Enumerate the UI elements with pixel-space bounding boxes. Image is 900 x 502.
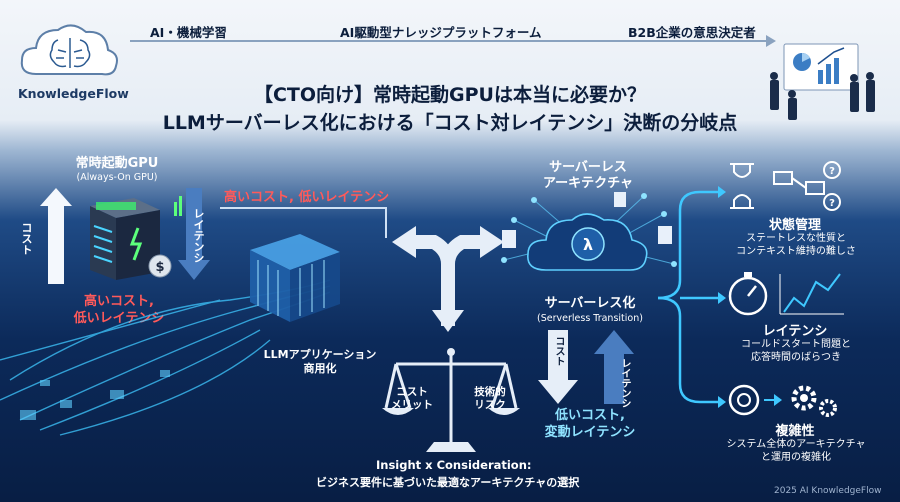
concern-desc-2: コールドスタート問題と 応答時間のばらつき — [741, 339, 851, 363]
top-arrow-head — [766, 35, 776, 47]
svg-text:?: ? — [829, 166, 835, 177]
copyright: 2025 AI KnowledgeFlow — [774, 486, 882, 496]
serverless-cost-axis-label: コスト — [553, 336, 564, 366]
latency-down-arrow-icon — [174, 188, 210, 280]
concern-title-1: 状態管理 — [768, 218, 821, 233]
balance-scale-icon — [382, 348, 520, 452]
top-bar-center: AI駆動型ナレッジプラットフォーム — [340, 25, 542, 40]
serverless-transition: サーバーレス化 — [544, 296, 636, 311]
presentation-illustration — [762, 40, 882, 122]
gpu-heading-sub: (Always-On GPU) — [76, 172, 158, 183]
gpu-server-icon: $ — [90, 198, 172, 280]
top-bar-right: B2B企業の意思決定者 — [628, 25, 756, 40]
top-bar-left: AI・機械学習 — [150, 25, 227, 40]
gpu-summary: 高いコスト, 低いレイテンシ — [73, 294, 165, 326]
gpu-latency-axis-label: レイテンシ — [192, 208, 205, 263]
serverless-heading: サーバーレス アーキテクチャ — [542, 160, 634, 191]
gpu-heading: 常時起動GPU — [75, 156, 159, 171]
concerns-bracket — [657, 186, 726, 408]
lambda-icon — [571, 227, 605, 261]
data-stream-illustration — [0, 234, 340, 436]
serverless-arrows — [538, 330, 634, 404]
llm-chip-icon — [250, 234, 340, 322]
concern-title-2: レイテンシ — [762, 324, 828, 339]
business-meeting-icon — [770, 43, 875, 120]
scale-right-label: 技術的 リスク — [474, 386, 506, 412]
gpu-server-illustration: $ — [40, 188, 210, 284]
serverless-latency-axis-label: レイテンシ — [619, 358, 630, 408]
title-line-1: 【CTO向け】常時起動GPUは本当に必要か？ — [253, 84, 646, 106]
insight-text: ビジネス要件に基づいた最適なアーキテクチャの選択 — [316, 476, 580, 489]
serverless-transition-sub: (Serverless Transition) — [537, 313, 643, 324]
scale-left-label: コスト メリット — [391, 386, 433, 412]
fork-arrow-icon — [392, 226, 504, 332]
gears-icon — [728, 384, 837, 417]
brain-cloud-icon — [20, 24, 118, 76]
gpu-banner: 高いコスト, 低いレイテンシ — [224, 190, 390, 205]
logo: KnowledgeFlow — [14, 10, 129, 102]
top-arrow-line — [130, 40, 770, 42]
svg-text:$: $ — [155, 260, 164, 275]
svg-text:?: ? — [829, 198, 835, 209]
hourglass-flow-icon: ? ? — [730, 161, 841, 211]
svg-text:λ: λ — [583, 235, 593, 254]
cost-down-arrow-icon — [538, 330, 578, 404]
stopwatch-chart-icon — [728, 272, 844, 316]
logo-text: KnowledgeFlow — [18, 86, 129, 101]
serverless-summary: 低いコスト, 変動レイテンシ — [544, 408, 636, 440]
title-line-2: LLMサーバーレス化における「コスト対レイテンシ」決断の分岐点 — [162, 112, 738, 134]
latency-up-arrow-icon — [594, 330, 634, 404]
concern-title-3: 複雑性 — [775, 424, 815, 439]
cost-up-arrow-icon — [40, 188, 72, 284]
concern-desc-3: システム全体のアーキテクチャ と運用の複雑化 — [726, 439, 866, 463]
llm-app-label: LLMアプリケーション 商用化 — [263, 348, 377, 375]
concern-desc-1: ステートレスな性質と コンテキスト維持の難しさ — [736, 233, 856, 257]
gpu-cost-axis-label: コスト — [20, 222, 33, 255]
serverless-cloud-illustration: λ — [501, 192, 677, 271]
banner-connector — [220, 207, 387, 238]
insight-title: Insight x Consideration: — [376, 458, 532, 472]
